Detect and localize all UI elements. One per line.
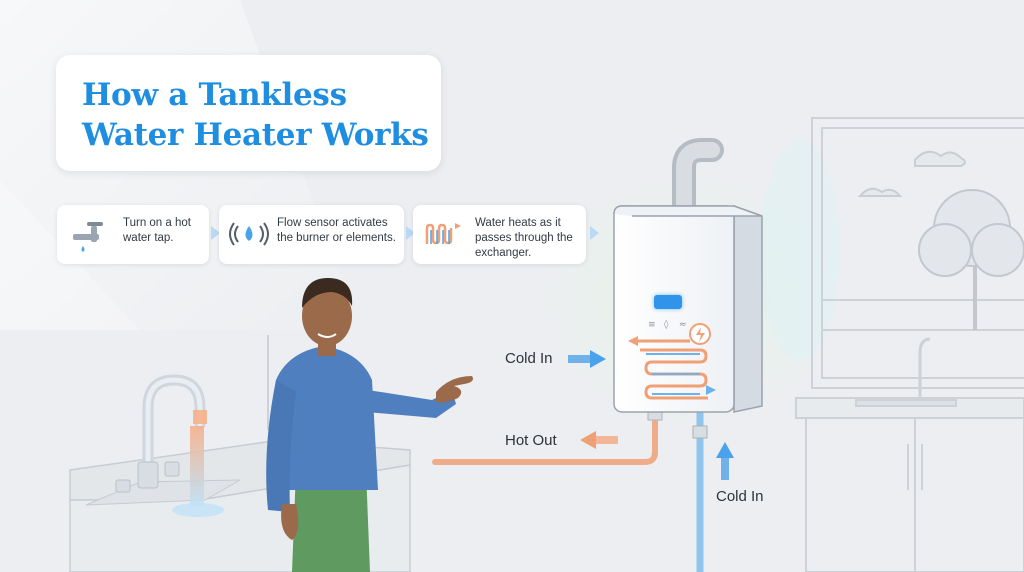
hot-out-label: Hot Out [505, 432, 557, 449]
tankless-water-heater: ≡ ◊ ≈ [613, 204, 763, 413]
step-arrow-2 [406, 226, 415, 240]
heater-display [654, 295, 682, 309]
person [266, 278, 473, 572]
svg-text:≈: ≈ [679, 320, 687, 330]
kitchen-faucet [115, 374, 224, 517]
step-3-text: Water heats as it passes through the exc… [475, 217, 573, 259]
cold-in-label-bottom: Cold In [716, 488, 764, 505]
step-1-text: Turn on a hot water tap. [123, 217, 191, 244]
flow-sensor-icon [229, 222, 269, 246]
hot-out-pipe [432, 409, 658, 465]
step-card-2: Flow sensor activates the burner or elem… [219, 205, 404, 264]
title-card: How a Tankless Water Heater Works [56, 55, 441, 171]
exhaust-vent [672, 138, 724, 222]
faucet-icon [73, 222, 103, 252]
heat-exchanger-icon [425, 223, 461, 245]
cold-in-arrow-bottom [716, 442, 734, 480]
step-2-text: Flow sensor activates the burner or elem… [277, 217, 396, 244]
hot-out-arrow [580, 431, 618, 449]
cold-in-label-top: Cold In [505, 350, 553, 367]
right-counter [795, 337, 1024, 572]
page-title: How a Tankless Water Heater Works [82, 77, 429, 153]
step-card-3: Water heats as it passes through the exc… [413, 205, 586, 264]
step-arrow-3 [590, 226, 599, 240]
window [811, 117, 1024, 389]
svg-text:◊: ◊ [664, 319, 669, 330]
step-arrow-1 [211, 226, 220, 240]
cold-in-arrow-top [568, 350, 606, 368]
svg-text:≡: ≡ [648, 320, 656, 330]
step-card-1: Turn on a hot water tap. [57, 205, 209, 264]
